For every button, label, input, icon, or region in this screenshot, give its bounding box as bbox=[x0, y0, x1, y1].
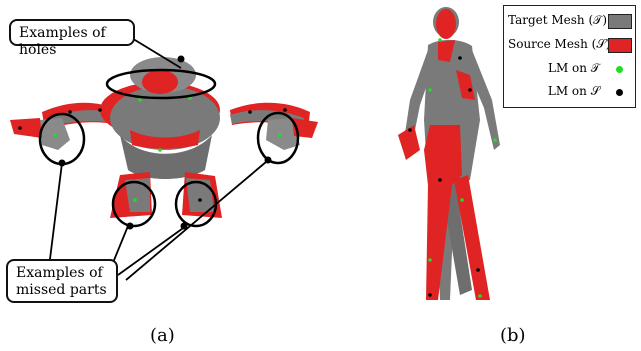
callout-holes: Examples of holes bbox=[9, 19, 135, 46]
legend-lm-source-dot bbox=[616, 89, 623, 96]
legend-target-mesh-swatch bbox=[608, 14, 632, 29]
callout-missed-line1: Examples of bbox=[16, 265, 108, 282]
legend-source-mesh-label: Source Mesh (𝒮) bbox=[508, 37, 600, 52]
legend-source-mesh-swatch bbox=[608, 38, 632, 53]
body-scan-a bbox=[10, 57, 318, 218]
body-scan-b bbox=[398, 7, 500, 300]
caption-a: (a) bbox=[150, 325, 175, 346]
legend-target-mesh-label: Target Mesh (𝒯) bbox=[508, 13, 600, 28]
caption-b: (b) bbox=[500, 325, 526, 346]
legend-lm-target-label: LM on 𝒯 bbox=[508, 61, 600, 76]
callout-missed-line2: missed parts bbox=[16, 282, 108, 299]
legend-lm-target-dot bbox=[616, 66, 623, 73]
legend-lm-source-label: LM on 𝒮 bbox=[508, 84, 600, 99]
callout-missed-parts: Examples of missed parts bbox=[6, 259, 118, 303]
legend: Target Mesh (𝒯) Source Mesh (𝒮) LM on 𝒯 … bbox=[503, 5, 636, 108]
